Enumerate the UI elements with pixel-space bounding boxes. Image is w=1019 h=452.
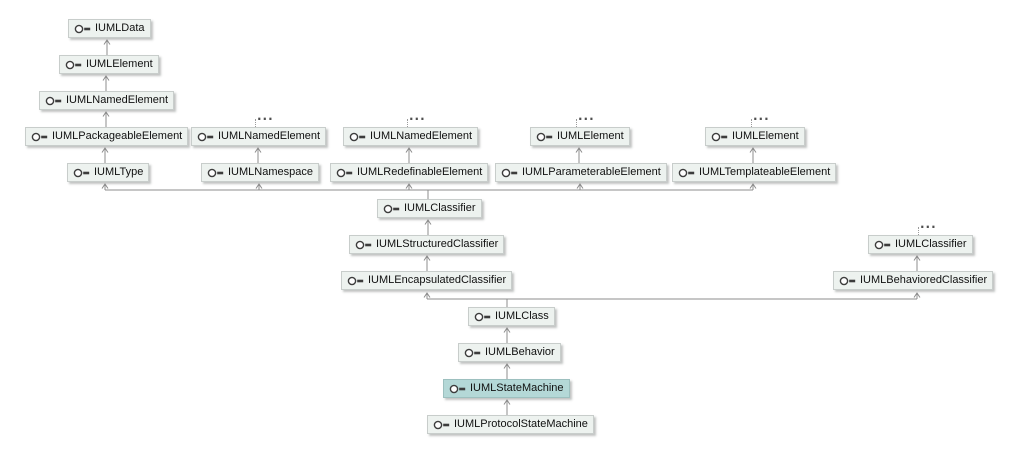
dotted-edge-stub [255, 119, 256, 127]
node-iumlelement-3[interactable]: IUMLElement [705, 127, 805, 146]
node-iumlnamespace[interactable]: IUMLNamespace [201, 163, 319, 182]
node-label: IUMLElement [732, 130, 799, 142]
node-label: IUMLClassifier [895, 238, 967, 250]
node-label: IUMLClassifier [404, 202, 476, 214]
interface-icon [474, 312, 491, 322]
node-label: IUMLBehavior [485, 346, 555, 358]
interface-icon [711, 132, 728, 142]
node-label: IUMLData [95, 22, 145, 34]
interface-icon [65, 60, 82, 70]
interface-icon [31, 132, 48, 142]
node-iumlnamedelement-3[interactable]: IUMLNamedElement [343, 127, 479, 146]
interface-icon [349, 132, 366, 142]
node-iumlpackageableelement[interactable]: IUMLPackageableElement [25, 127, 189, 146]
node-label: IUMLParameterableElement [522, 166, 661, 178]
node-label: IUMLElement [86, 58, 153, 70]
dotted-edge-stub [751, 119, 752, 127]
dotted-edge-stub [576, 119, 577, 127]
interface-icon [501, 168, 518, 178]
node-iumlencapsulatedclassifier[interactable]: IUMLEncapsulatedClassifier [341, 271, 513, 290]
node-iumltype[interactable]: IUMLType [67, 163, 150, 182]
node-label: IUMLStructuredClassifier [376, 238, 499, 250]
node-label: IUMLNamedElement [370, 130, 473, 142]
node-iumlnamedelement[interactable]: IUMLNamedElement [39, 91, 175, 110]
dotted-edge-stub [918, 227, 919, 235]
interface-icon [874, 240, 891, 250]
node-iumlelement[interactable]: IUMLElement [59, 55, 159, 74]
node-label: IUMLProtocolStateMachine [454, 418, 588, 430]
collapsed-ancestors-indicator[interactable]: ... [406, 110, 426, 127]
interface-icon [839, 276, 856, 286]
ellipsis-label: ... [578, 109, 595, 123]
collapsed-ancestors-indicator[interactable]: ... [750, 110, 770, 127]
ellipsis-label: ... [257, 109, 274, 123]
dotted-edge-stub [407, 119, 408, 127]
node-label: IUMLStateMachine [470, 382, 564, 394]
collapsed-ancestors-indicator[interactable]: ... [575, 110, 595, 127]
node-label: IUMLRedefinableElement [357, 166, 483, 178]
node-iumlclassifier[interactable]: IUMLClassifier [377, 199, 482, 218]
node-iumlbehavioredclassifier[interactable]: IUMLBehavioredClassifier [833, 271, 994, 290]
node-iumlclassifier-2[interactable]: IUMLClassifier [868, 235, 973, 254]
interface-icon [449, 384, 466, 394]
node-label: IUMLNamedElement [218, 130, 321, 142]
node-iumltemplateableelement[interactable]: IUMLTemplateableElement [672, 163, 837, 182]
node-label: IUMLBehavioredClassifier [860, 274, 988, 286]
interface-icon [355, 240, 372, 250]
node-label: IUMLElement [557, 130, 624, 142]
collapsed-ancestors-indicator[interactable]: ... [254, 110, 274, 127]
node-label: IUMLClass [495, 310, 549, 322]
node-iumlstatemachine[interactable]: IUMLStateMachine [443, 379, 570, 398]
node-iumldata[interactable]: IUMLData [68, 19, 151, 38]
ellipsis-label: ... [409, 109, 426, 123]
interface-icon [197, 132, 214, 142]
node-iumlelement-2[interactable]: IUMLElement [530, 127, 630, 146]
node-iumlprotocolstatemachine[interactable]: IUMLProtocolStateMachine [427, 415, 594, 434]
interface-icon [383, 204, 400, 214]
node-label: IUMLPackageableElement [52, 130, 183, 142]
interface-icon [74, 24, 91, 34]
interface-icon [45, 96, 62, 106]
node-label: IUMLNamedElement [66, 94, 169, 106]
node-iumlclass[interactable]: IUMLClass [468, 307, 555, 326]
interface-icon [464, 348, 481, 358]
interface-icon [336, 168, 353, 178]
node-label: IUMLEncapsulatedClassifier [368, 274, 507, 286]
ellipsis-label: ... [753, 109, 770, 123]
node-label: IUMLNamespace [228, 166, 313, 178]
interface-icon [347, 276, 364, 286]
node-iumlredefinableelement[interactable]: IUMLRedefinableElement [330, 163, 489, 182]
node-iumlbehavior[interactable]: IUMLBehavior [458, 343, 561, 362]
collapsed-ancestors-indicator[interactable]: ... [917, 218, 937, 235]
interface-icon [536, 132, 553, 142]
node-label: IUMLTemplateableElement [699, 166, 831, 178]
interface-icon [207, 168, 224, 178]
node-label: IUMLType [94, 166, 144, 178]
interface-icon [73, 168, 90, 178]
interface-icon [433, 420, 450, 430]
ellipsis-label: ... [920, 217, 937, 231]
interface-icon [678, 168, 695, 178]
node-iumlstructuredclassifier[interactable]: IUMLStructuredClassifier [349, 235, 505, 254]
node-iumlnamedelement-2[interactable]: IUMLNamedElement [191, 127, 327, 146]
node-iumlparameterableelement[interactable]: IUMLParameterableElement [495, 163, 667, 182]
